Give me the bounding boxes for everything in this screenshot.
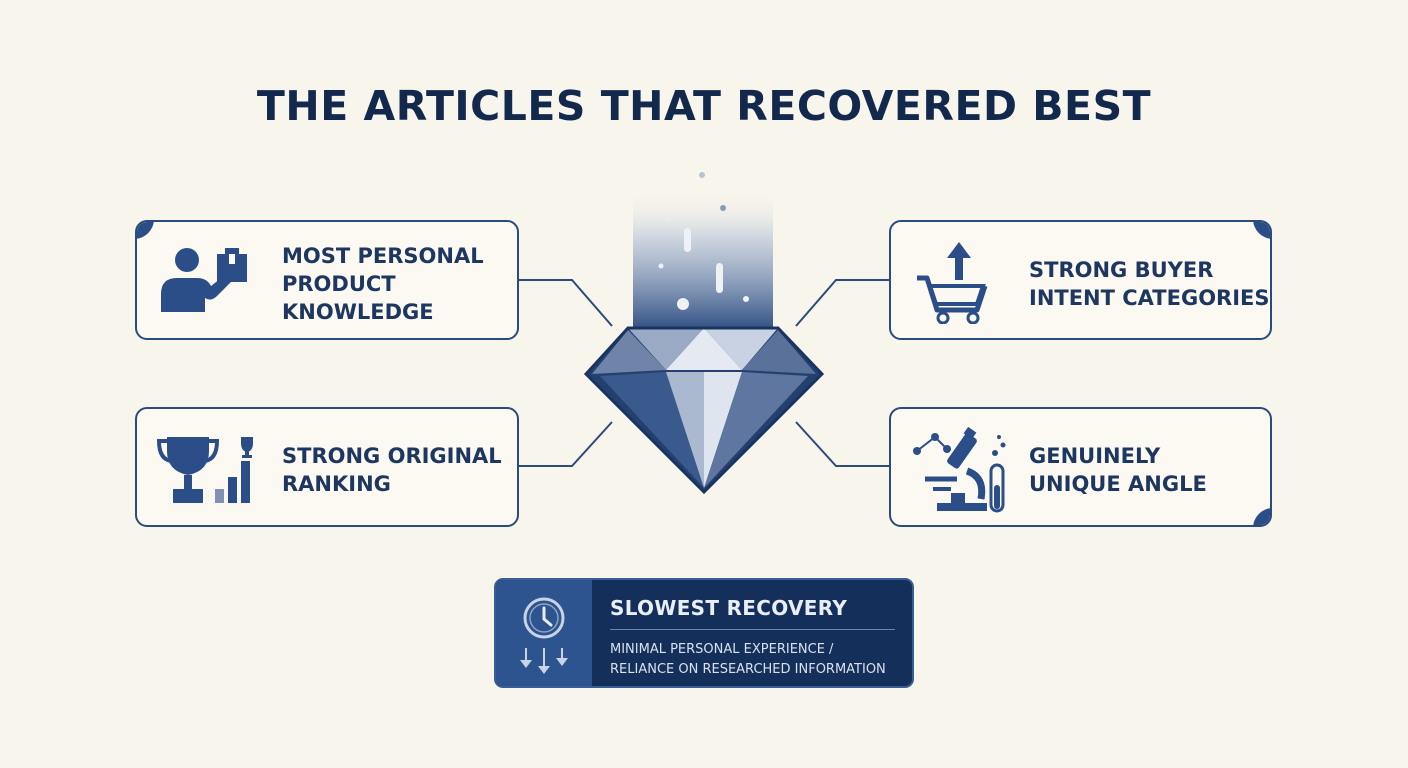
clock-down-arrows-icon bbox=[520, 597, 568, 674]
person-pointing-box-icon bbox=[161, 248, 247, 312]
slowest-icon-panel bbox=[496, 580, 592, 686]
light-beam bbox=[633, 190, 773, 330]
card-corner-accent bbox=[1253, 222, 1270, 239]
card-label: STRONG BUYER INTENT CATEGORIES bbox=[1029, 258, 1270, 310]
card-label: STRONG ORIGINAL RANKING bbox=[282, 444, 502, 496]
card-corner-accent bbox=[1253, 508, 1270, 525]
slowest-recovery-box: SLOWEST RECOVERY MINIMAL PERSONAL EXPERI… bbox=[494, 578, 914, 688]
divider bbox=[610, 629, 895, 630]
shopping-cart-arrow-up-icon bbox=[917, 242, 988, 324]
microscope-test-tube-icon bbox=[913, 427, 1006, 513]
slowest-description: MINIMAL PERSONAL EXPERIENCE / RELIANCE O… bbox=[610, 642, 886, 677]
card-label: GENUINELY UNIQUE ANGLE bbox=[1029, 444, 1207, 496]
page-title: THE ARTICLES THAT RECOVERED BEST bbox=[256, 82, 1152, 130]
card-label: MOST PERSONAL PRODUCT KNOWLEDGE bbox=[282, 244, 484, 324]
card-unique-angle: GENUINELY UNIQUE ANGLE bbox=[889, 407, 1272, 527]
card-original-ranking: STRONG ORIGINAL RANKING bbox=[135, 407, 519, 527]
card-personal-knowledge: MOST PERSONAL PRODUCT KNOWLEDGE bbox=[135, 220, 519, 340]
trophy-bar-chart-icon bbox=[157, 437, 253, 503]
card-corner-accent bbox=[137, 222, 154, 239]
card-buyer-intent: STRONG BUYER INTENT CATEGORIES bbox=[889, 220, 1272, 340]
slowest-title: SLOWEST RECOVERY bbox=[610, 596, 848, 620]
